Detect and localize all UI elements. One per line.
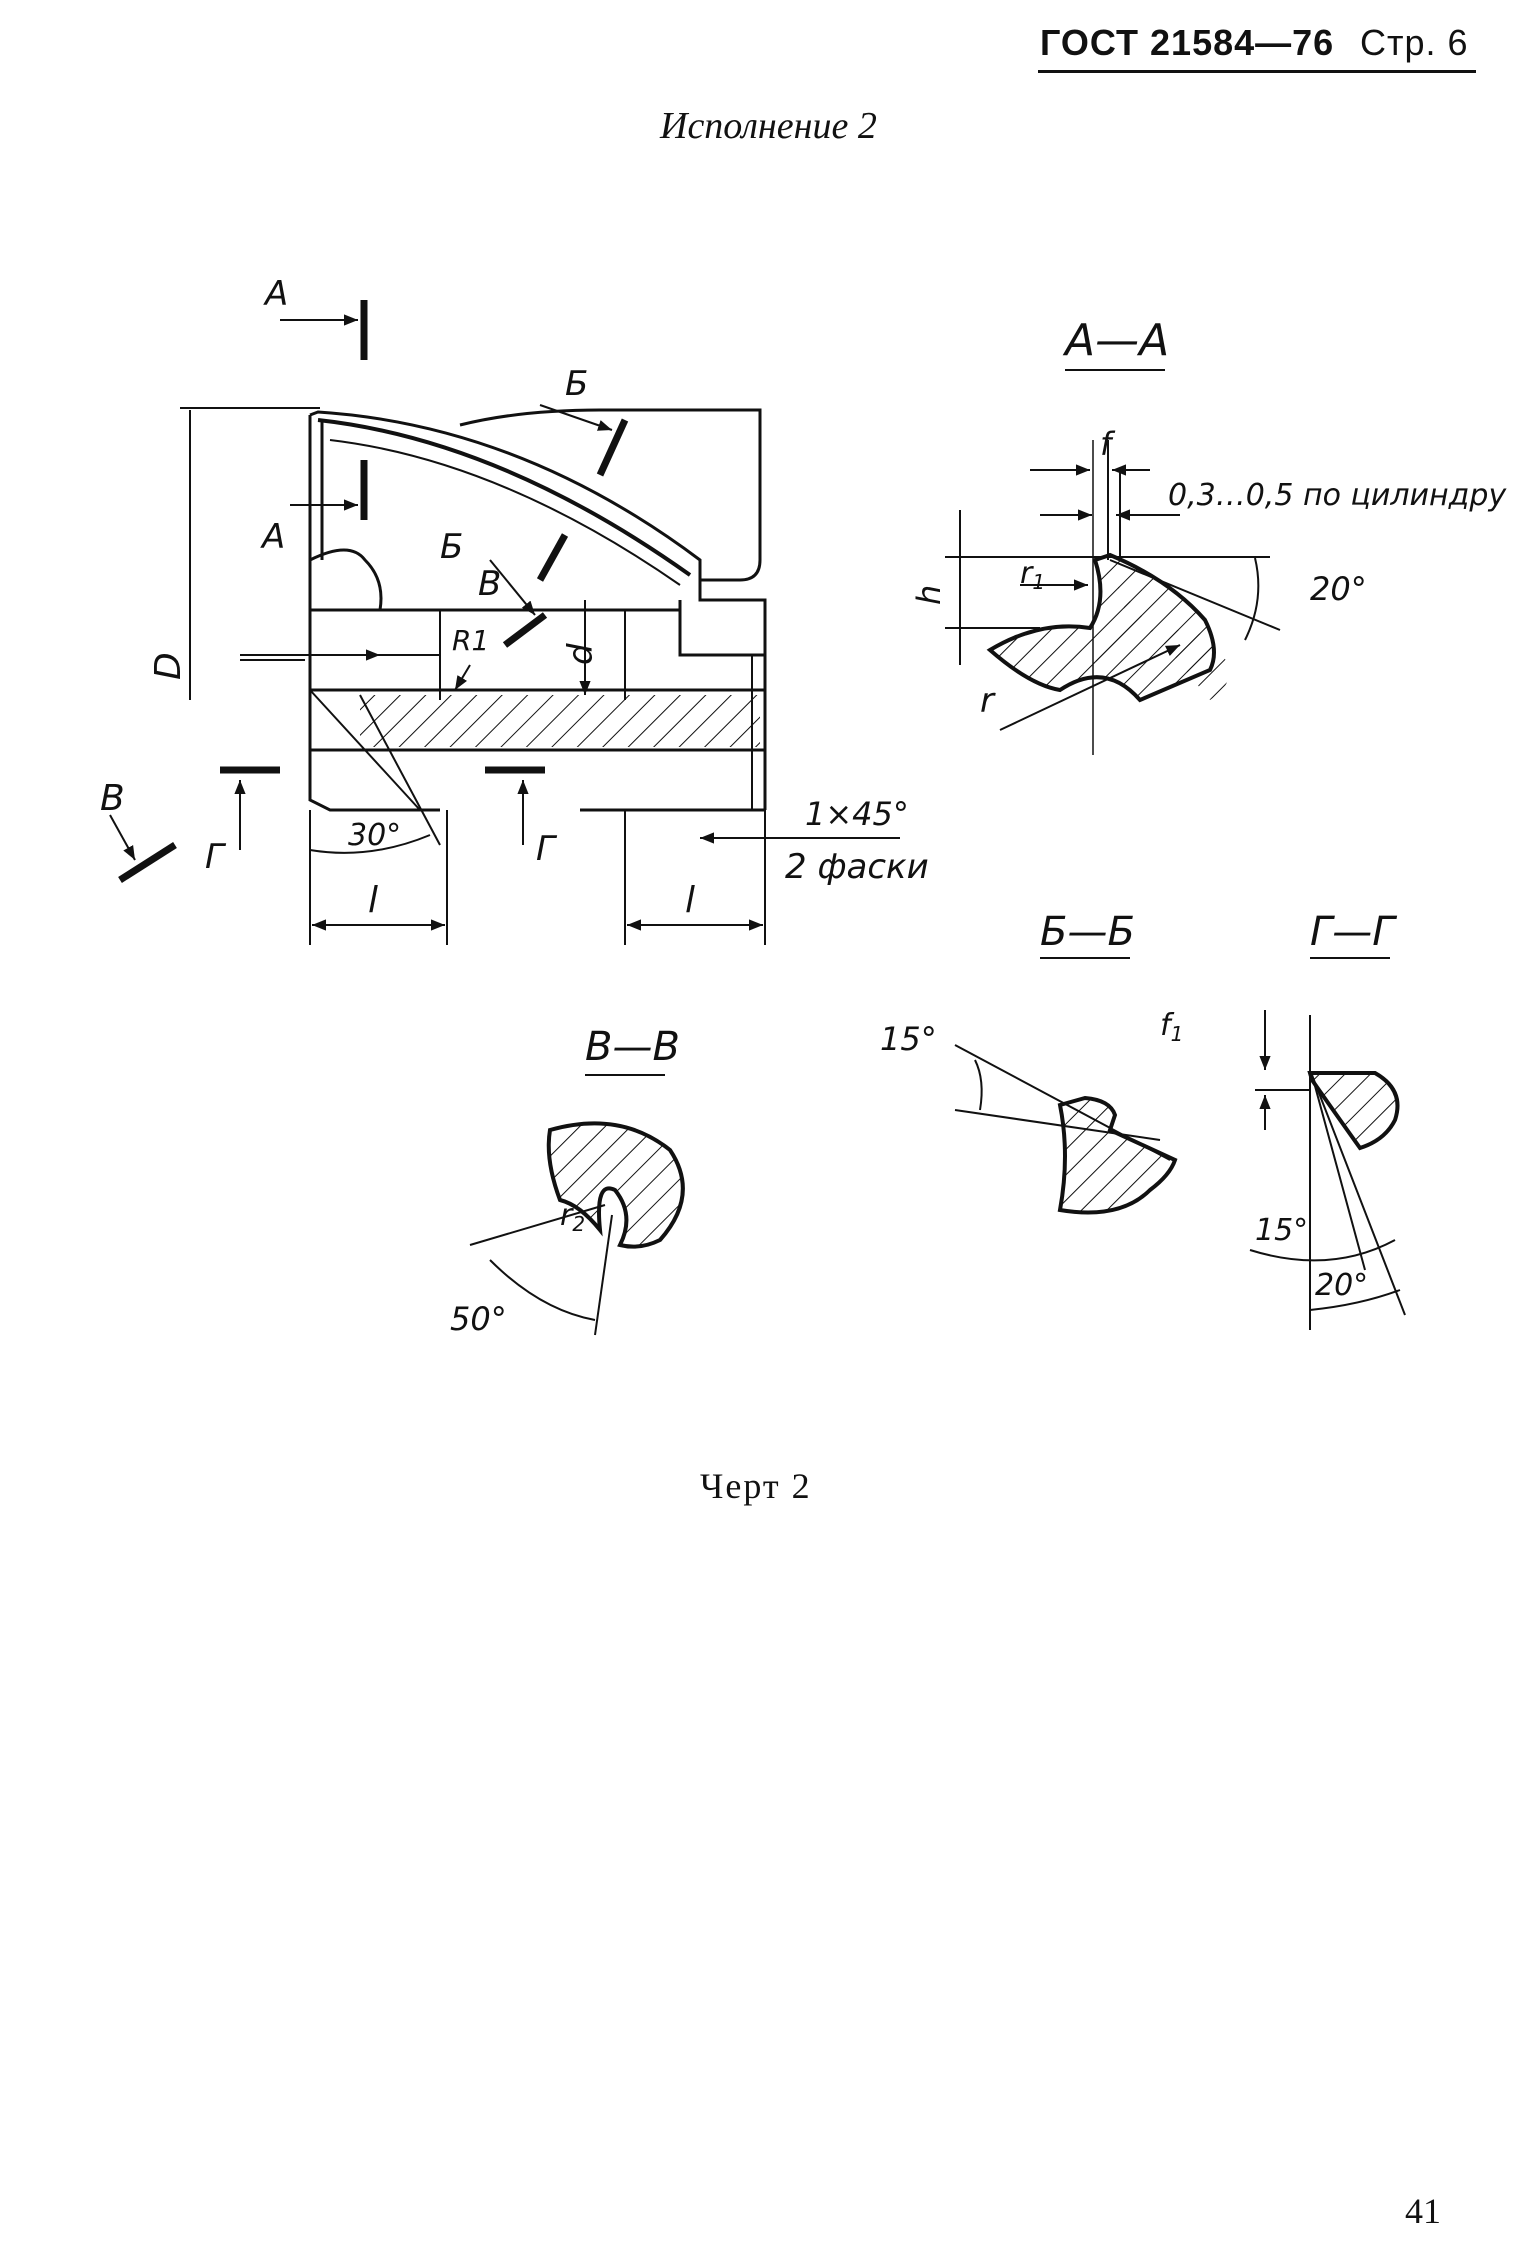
aa-label-tolerance: 0,3…0,5 по цилиндру [1168,478,1507,513]
gg-label-f1: f1 [1160,1008,1183,1046]
figure-caption: Черт 2 [700,1466,812,1506]
dim-label-d-small: d [561,643,601,665]
aa-profile-outline [986,552,1216,703]
section-v-marker [502,612,548,648]
aa-label-angle: 20° [1310,570,1367,608]
bb-line-2 [954,1109,1161,1141]
dim-label-d-big: D [148,652,189,680]
dim-label-l-right: l [685,880,695,921]
aa-angle-arc [1244,557,1260,641]
chamfer-note: 2 фаски [785,847,929,887]
section-bb-drawing [954,957,1178,1215]
section-v-arrow [489,559,536,616]
top-curve-2 [459,408,601,427]
aa-label-r: r [980,681,996,721]
header-rule [1038,70,1476,73]
label-v-left: В [100,778,125,819]
top-right-edge [600,408,762,582]
section-aa-drawing [945,369,1281,755]
vv-line-1 [469,1204,606,1246]
bb-label-angle: 15° [880,1020,937,1058]
angle-arc-30 [309,834,431,854]
angle-line-30 [359,694,441,846]
label-b-top: Б [565,364,588,404]
aa-label-h: h [910,585,948,605]
gg-arc-15 [1249,1239,1396,1262]
label-a-bottom: А [260,517,285,557]
bb-title: Б—Б [1040,909,1135,955]
gg-profile [1307,1071,1400,1151]
bb-angle-arc [974,1059,983,1111]
label-g-left: Г [205,837,227,877]
section-vv-drawing [469,1074,685,1336]
aa-angle-line [1109,559,1281,631]
chamfer-label: 1×45° [805,795,909,833]
variant-title: Исполнение 2 [660,105,877,147]
gg-label-20: 20° [1315,1268,1368,1303]
section-b-arrow-top [539,404,613,431]
gg-slope-2 [1311,1074,1406,1316]
label-v-top: В [478,564,501,604]
section-b-marker-mid [536,533,569,582]
label-b-mid: Б [440,527,463,567]
section-v-marker-left [118,842,177,883]
chamfer-line [309,689,421,811]
vv-profile [546,1121,685,1249]
part-outline [309,410,767,657]
page-header: ГОСТ 21584—76 Стр. 6 [1040,18,1480,68]
flute-curve-inner [329,439,681,586]
flute-curve-outer [317,418,692,577]
dim-label-radius: R1 [452,624,489,657]
section-v-arrow-left [109,814,136,861]
label-g-mid: Г [536,829,558,869]
bb-line-1 [954,1044,1171,1161]
aa-label-f: f [1100,425,1116,463]
gg-arc-20 [1309,1289,1401,1311]
gg-slope-1 [1311,1074,1366,1271]
standard-number: ГОСТ 21584—76 [1040,22,1335,63]
vv-angle-arc [489,1259,596,1321]
page-number: 41 [1405,2191,1441,2231]
label-a-top: А [263,274,288,314]
gg-label-15: 15° [1255,1213,1308,1248]
aa-title: А—А [1062,315,1169,366]
vv-title: В—В [585,1024,680,1070]
main-view [109,300,900,945]
dim-label-angle: 30° [348,818,401,853]
vv-label-r2: r2 [560,1198,585,1236]
section-gg-drawing [1249,957,1406,1330]
r1-leader [454,664,471,691]
vv-label-angle: 50° [450,1300,507,1338]
aa-label-r1: r1 [1020,556,1045,594]
page-label: Стр. 6 [1360,22,1469,63]
vv-line-2 [594,1214,613,1336]
gg-title: Г—Г [1310,909,1397,955]
hatched-section [360,695,760,747]
left-edge [308,415,440,812]
aa-r-leader [999,644,1181,731]
section-b-marker-top [596,418,629,477]
dim-label-l-left: l [368,880,378,921]
left-notch [309,548,383,612]
bb-profile [1057,1095,1178,1215]
